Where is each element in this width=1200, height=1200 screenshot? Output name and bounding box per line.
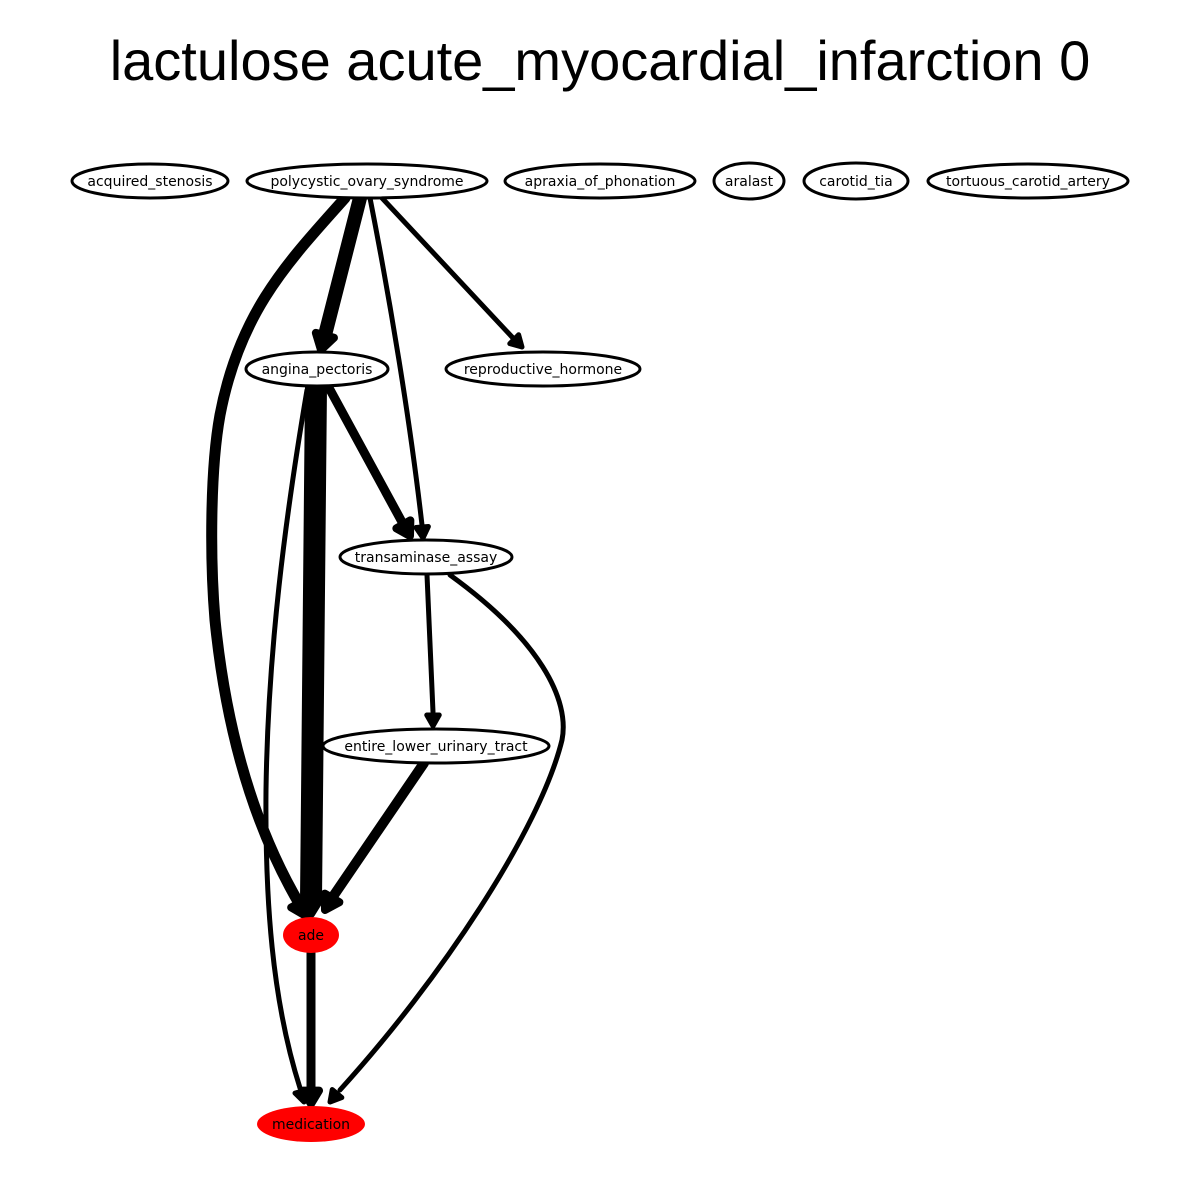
edge-polycystic_ovary_syndrome-to-reproductive_hormone	[379, 195, 525, 350]
edge-line	[206, 192, 351, 911]
node-label: entire_lower_urinary_tract	[344, 739, 528, 755]
node-angina_pectoris: angina_pectoris	[244, 350, 390, 388]
node-label: angina_pectoris	[262, 362, 373, 378]
node-shape	[802, 161, 910, 201]
edge-line	[300, 375, 327, 911]
node-carotid_tia: carotid_tia	[802, 161, 910, 201]
edge-arrowhead	[320, 889, 344, 914]
node-label: aralast	[725, 174, 774, 190]
node-transaminase_assay: transaminase_assay	[338, 538, 514, 576]
edge-line	[367, 195, 425, 528]
node-shape	[283, 917, 339, 953]
edges-layer	[206, 191, 566, 1108]
edge-arrowhead	[507, 332, 525, 350]
node-label: tortuous_carotid_artery	[946, 174, 1110, 190]
edge-line	[323, 381, 407, 527]
edge-arrowhead	[413, 524, 431, 541]
node-shape	[70, 162, 230, 200]
node-tortuous_carotid_artery: tortuous_carotid_artery	[926, 162, 1130, 200]
node-shape	[244, 350, 390, 388]
node-acquired_stenosis: acquired_stenosis	[70, 162, 230, 200]
edge-line	[263, 387, 310, 1091]
edge-transaminase_assay-to-medication	[327, 572, 566, 1105]
node-label: reproductive_hormone	[464, 362, 622, 378]
node-shape	[503, 162, 697, 200]
node-shape	[444, 350, 642, 388]
node-shape	[257, 1106, 365, 1142]
edge-arrowhead	[424, 712, 442, 729]
edge-arrowhead	[298, 1086, 324, 1108]
node-label: ade	[298, 928, 324, 944]
edge-angina_pectoris-to-ade	[297, 375, 327, 918]
node-shape	[926, 162, 1130, 200]
edge-arrowhead	[311, 328, 338, 354]
edge-ade-to-medication	[298, 948, 324, 1108]
node-ade: ade	[283, 917, 339, 953]
node-reproductive_hormone: reproductive_hormone	[444, 350, 642, 388]
node-aralast: aralast	[712, 161, 786, 201]
node-label: transaminase_assay	[355, 550, 498, 566]
graph-title: lactulose acute_myocardial_infarction 0	[109, 29, 1091, 92]
nodes-layer: acquired_stenosis polycystic_ovary_syndro…	[70, 161, 1130, 1142]
node-entire_lower_urinary_tract: entire_lower_urinary_tract	[321, 727, 551, 765]
edge-angina_pectoris-to-medication	[263, 387, 310, 1105]
node-shape	[245, 162, 489, 200]
node-shape	[321, 727, 551, 765]
edge-arrowhead	[392, 516, 415, 540]
edge-angina_pectoris-to-transaminase_assay	[323, 381, 415, 540]
node-shape	[712, 161, 786, 201]
edge-line	[327, 758, 429, 903]
edge-line	[424, 572, 436, 715]
edge-line	[337, 572, 566, 1093]
edge-arrowhead	[327, 1087, 345, 1105]
edge-line	[379, 195, 516, 341]
node-label: acquired_stenosis	[87, 174, 212, 190]
edge-entire_lower_urinary_tract-to-ade	[320, 758, 429, 914]
node-label: polycystic_ovary_syndrome	[270, 174, 463, 190]
edge-polycystic_ovary_syndrome-to-transaminase_assay	[367, 195, 431, 541]
edge-arrowhead	[297, 894, 325, 918]
edge-line	[318, 191, 367, 342]
node-label: carotid_tia	[819, 174, 893, 190]
node-shape	[338, 538, 514, 576]
node-medication: medication	[257, 1106, 365, 1142]
node-label: apraxia_of_phonation	[525, 174, 676, 190]
node-polycystic_ovary_syndrome: polycystic_ovary_syndrome	[245, 162, 489, 200]
edge-polycystic_ovary_syndrome-to-angina_pectoris	[311, 191, 367, 354]
edge-transaminase_assay-to-entire_lower_urinary_tract	[424, 572, 442, 729]
node-apraxia_of_phonation: apraxia_of_phonation	[503, 162, 697, 200]
node-label: medication	[272, 1117, 350, 1133]
